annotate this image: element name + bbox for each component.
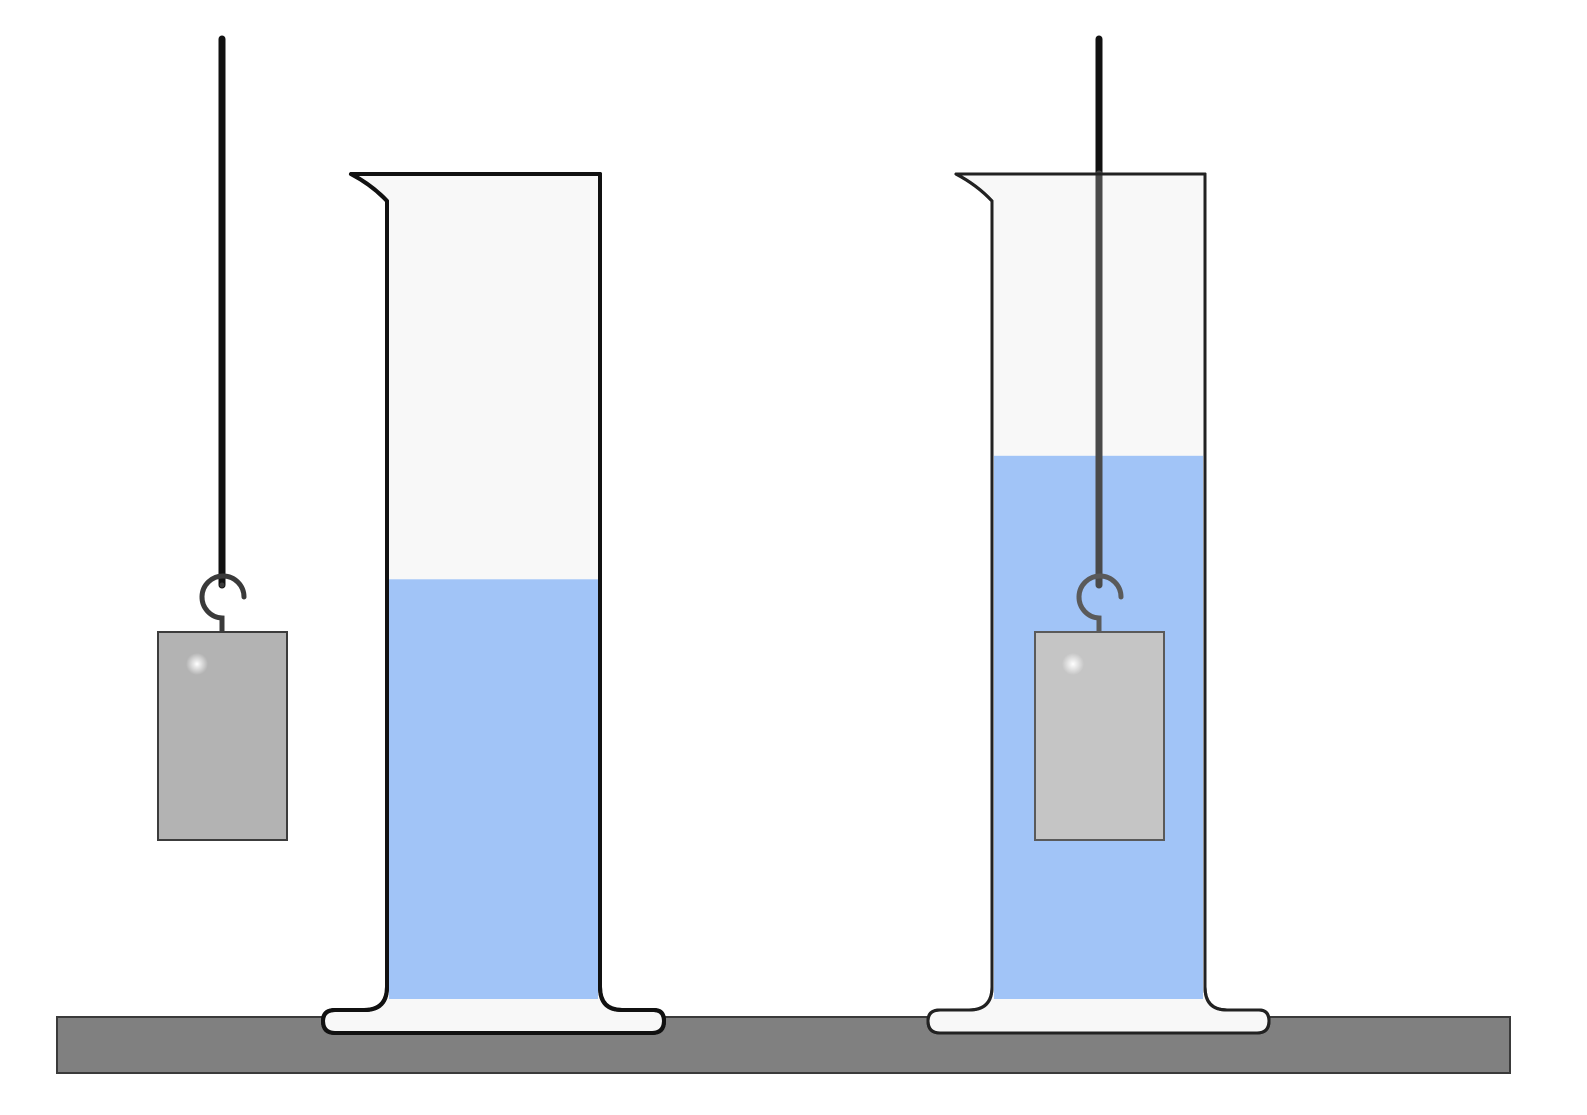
water-left	[389, 579, 598, 999]
graduated-cylinder-left	[321, 172, 666, 1035]
block-highlight	[1062, 653, 1084, 675]
cylinder-wall-overlay	[321, 172, 666, 1035]
left-setup	[157, 35, 666, 1035]
metal-block-dry	[157, 631, 288, 841]
block-highlight	[186, 653, 208, 675]
metal-block-submerged	[1034, 631, 1165, 841]
hook-icon	[199, 573, 247, 635]
cylinder-wall-overlay	[926, 172, 1271, 1035]
table-surface	[56, 1016, 1511, 1074]
right-setup	[926, 35, 1271, 1035]
hook-icon	[1076, 573, 1124, 635]
